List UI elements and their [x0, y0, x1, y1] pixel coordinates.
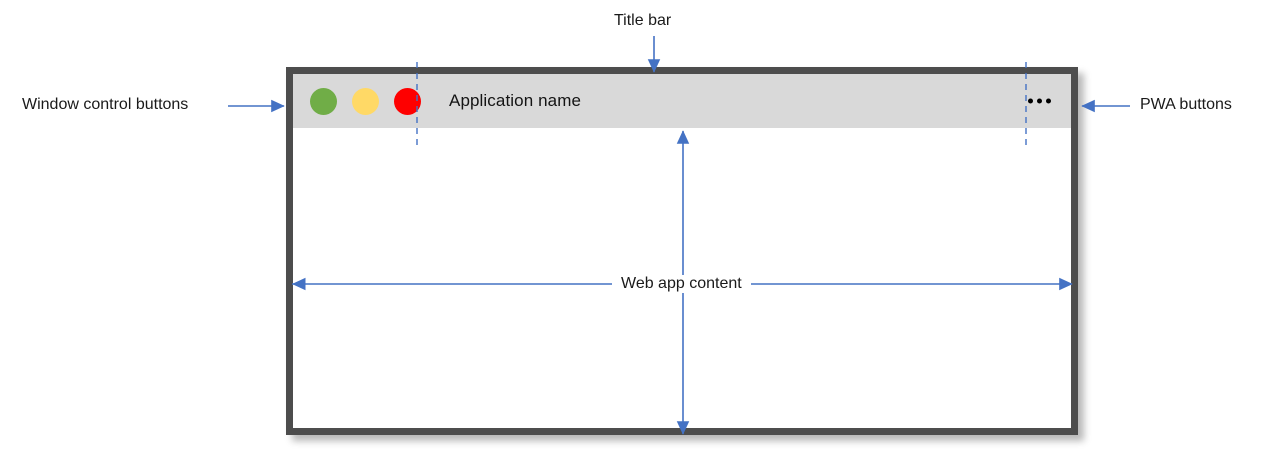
title-bar: Application name [293, 74, 1071, 128]
close-button-icon[interactable] [394, 87, 421, 115]
ellipsis-icon-dot-2 [1037, 98, 1042, 104]
annotation-label-pwa-buttons: PWA buttons [1140, 96, 1232, 113]
window-control-buttons[interactable] [293, 87, 421, 115]
annotation-label-web-app-content: Web app content [612, 275, 751, 293]
pwa-menu-button[interactable] [1023, 95, 1056, 108]
minimize-button-icon[interactable] [310, 87, 337, 115]
ellipsis-icon-dot-3 [1046, 98, 1051, 104]
application-name-label: Application name [449, 91, 582, 110]
maximize-button-icon[interactable] [352, 87, 379, 115]
annotation-label-title-bar: Title bar [614, 12, 672, 29]
ellipsis-icon-dot-1 [1028, 98, 1033, 104]
application-window: Application name [286, 67, 1078, 435]
annotation-label-window-controls: Window control buttons [22, 96, 189, 113]
